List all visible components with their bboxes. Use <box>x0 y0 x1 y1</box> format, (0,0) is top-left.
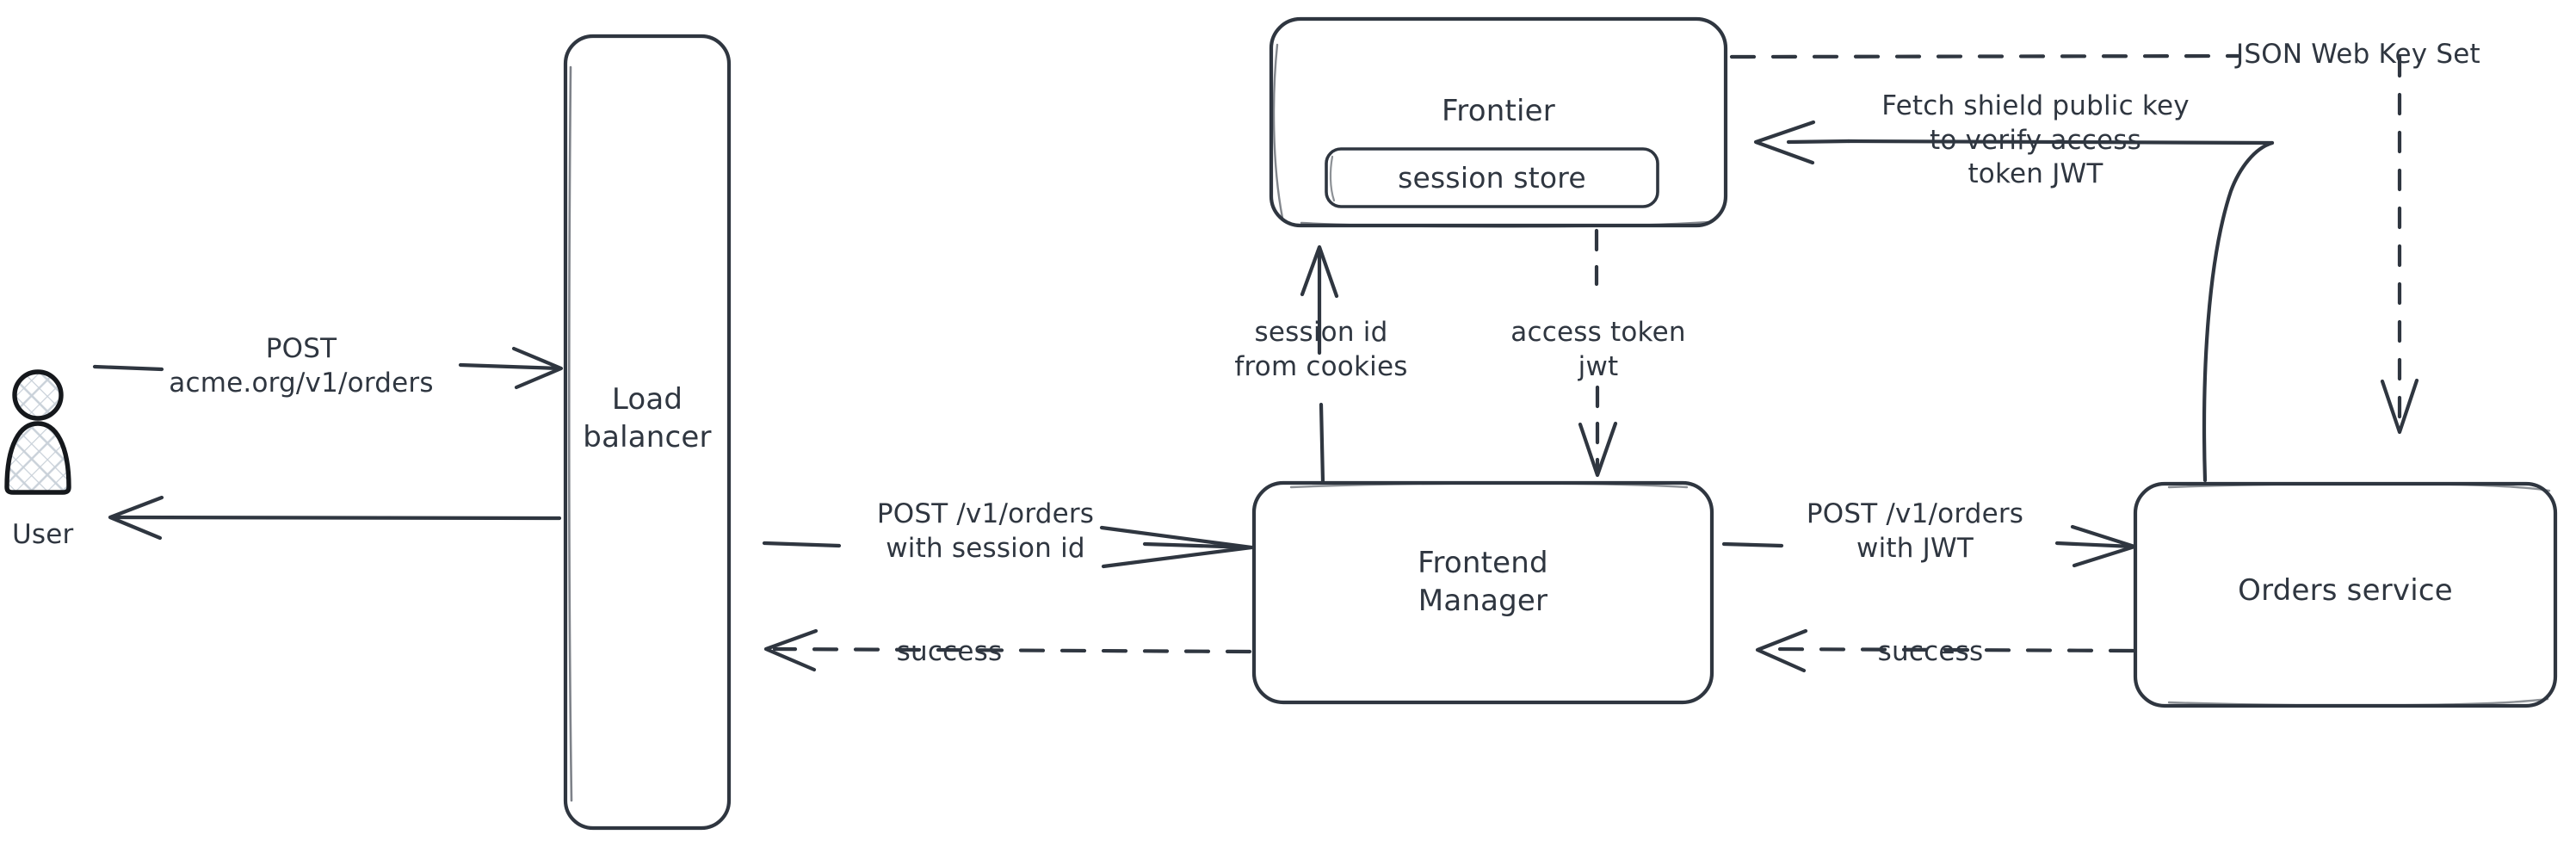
edge-frontier-to-orders <box>1729 53 2419 435</box>
edge-orders-to-frontier <box>1753 120 2275 483</box>
edge-user-to-lb <box>92 346 564 390</box>
node-title-frontier[interactable]: Frontier <box>1442 94 1555 128</box>
edge-label-frontier-to-fm: access token jwt <box>1510 317 1686 382</box>
edge-lb-to-user <box>108 495 562 541</box>
edge-label-user-to-lb: POST acme.org/v1/orders <box>169 333 434 399</box>
node-title-frontend-manager[interactable]: Frontend Manager <box>1418 546 1548 618</box>
frontend-manager-shape <box>1251 480 1714 705</box>
edge-label-frontier-to-orders: JSON Web Key Set <box>2236 39 2480 70</box>
edge-fm-to-orders <box>1721 524 2137 568</box>
edge-orders-to-fm <box>1755 628 2135 673</box>
edge-fm-to-frontier <box>1300 244 1339 485</box>
edge-label-lb-to-fm: POST /v1/orders with session id <box>876 498 1095 564</box>
orders-service-shape <box>2133 481 2558 708</box>
edge-label-orders-to-fm-success: success <box>1877 636 1984 667</box>
load-balancer-shape <box>563 34 732 831</box>
session-store-shape <box>1325 147 1659 208</box>
edge-label-fm-to-frontier: session id from cookies <box>1234 317 1408 382</box>
node-title-load-balancer[interactable]: Load balancer <box>583 382 712 454</box>
edge-lb-to-fm <box>762 525 1254 569</box>
edge-label-fm-to-orders: POST /v1/orders with JWT <box>1806 498 2024 564</box>
edge-fm-to-lb <box>763 628 1252 672</box>
edge-label-fm-to-lb-success: success <box>896 636 1003 667</box>
user-person-icon <box>4 369 71 495</box>
edge-frontier-to-fm <box>1578 228 1618 478</box>
actor-label-user: User <box>12 519 74 550</box>
edge-label-orders-to-frontier: Fetch shield public key to verify access… <box>1881 90 2190 190</box>
node-title-orders-service[interactable]: Orders service <box>2238 573 2453 608</box>
node-title-session-store[interactable]: session store <box>1398 161 1586 195</box>
